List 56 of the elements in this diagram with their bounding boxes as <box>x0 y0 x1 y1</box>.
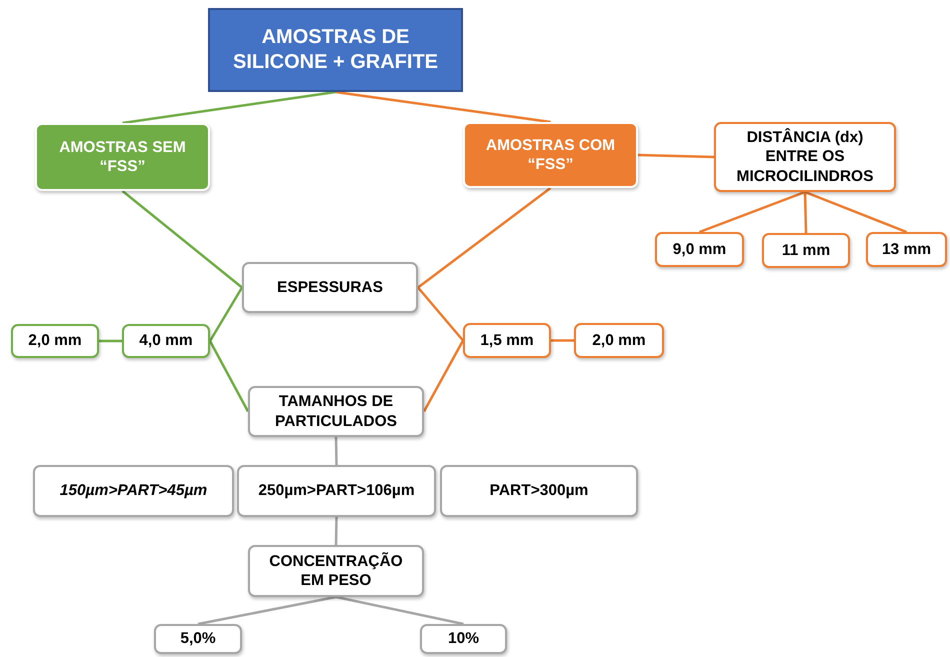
process-box <box>248 545 424 597</box>
node-label: 13 mm <box>882 240 932 260</box>
title-box <box>208 8 463 92</box>
connector-line <box>417 286 464 342</box>
node-label: 11 mm <box>782 240 830 260</box>
node-label: 150µm>PART>45µm <box>60 481 208 501</box>
value-box <box>714 122 896 192</box>
value-box <box>463 323 551 358</box>
node-label: AMOSTRAS COM “FSS” <box>484 136 616 174</box>
node-label: 9,0 mm <box>672 240 726 260</box>
connector-line <box>417 187 552 288</box>
value-box <box>655 232 744 267</box>
node-label: ESPESSURAS <box>277 278 383 298</box>
process-box <box>237 465 436 517</box>
value-box <box>866 232 947 267</box>
connector-line <box>335 90 551 124</box>
connector-line <box>804 190 907 234</box>
node-label: 10% <box>448 629 480 649</box>
category-box <box>463 122 638 188</box>
category-box <box>35 123 210 191</box>
connector-line <box>638 154 714 158</box>
connector-line <box>334 436 338 466</box>
node-label: CONCENTRAÇÃO EM PESO <box>269 552 403 590</box>
connector-line <box>336 596 464 626</box>
value-box <box>122 324 210 358</box>
node-label: DISTÂNCIA (dx) ENTRE OS MICROCILINDROS <box>736 128 874 186</box>
connector-line <box>208 286 244 342</box>
node-label: AMOSTRAS SEM “FSS” <box>58 138 187 176</box>
value-box <box>762 233 850 268</box>
connector-line <box>198 596 336 626</box>
node-label: TAMANHOS DE PARTICULADOS <box>274 392 398 431</box>
process-box <box>248 386 424 437</box>
process-box <box>33 465 234 517</box>
node-label: 250µm>PART>106µm <box>258 481 415 501</box>
node-label: 1,5 mm <box>480 330 534 350</box>
connector-line <box>551 339 574 342</box>
connector-line <box>334 516 338 546</box>
node-label: 5,0% <box>180 629 216 649</box>
node-label: 4,0 mm <box>139 331 193 351</box>
connector-line <box>208 340 250 412</box>
node-label: 2,0 mm <box>592 330 646 350</box>
connector-line <box>422 340 464 412</box>
connector-line <box>99 340 122 342</box>
process-box <box>242 262 418 313</box>
node-label: AMOSTRAS DE SILICONE + GRAFITE <box>232 25 440 75</box>
node-label: 2,0 mm <box>28 331 82 351</box>
process-box <box>440 465 638 517</box>
value-box <box>574 323 664 358</box>
value-box <box>11 324 99 358</box>
process-box <box>154 624 242 654</box>
connector-line <box>122 90 336 124</box>
process-box <box>420 624 507 654</box>
connector-line <box>699 190 806 234</box>
node-label: PART>300µm <box>490 481 588 501</box>
connector-line <box>122 190 243 288</box>
connector-line <box>804 192 808 234</box>
